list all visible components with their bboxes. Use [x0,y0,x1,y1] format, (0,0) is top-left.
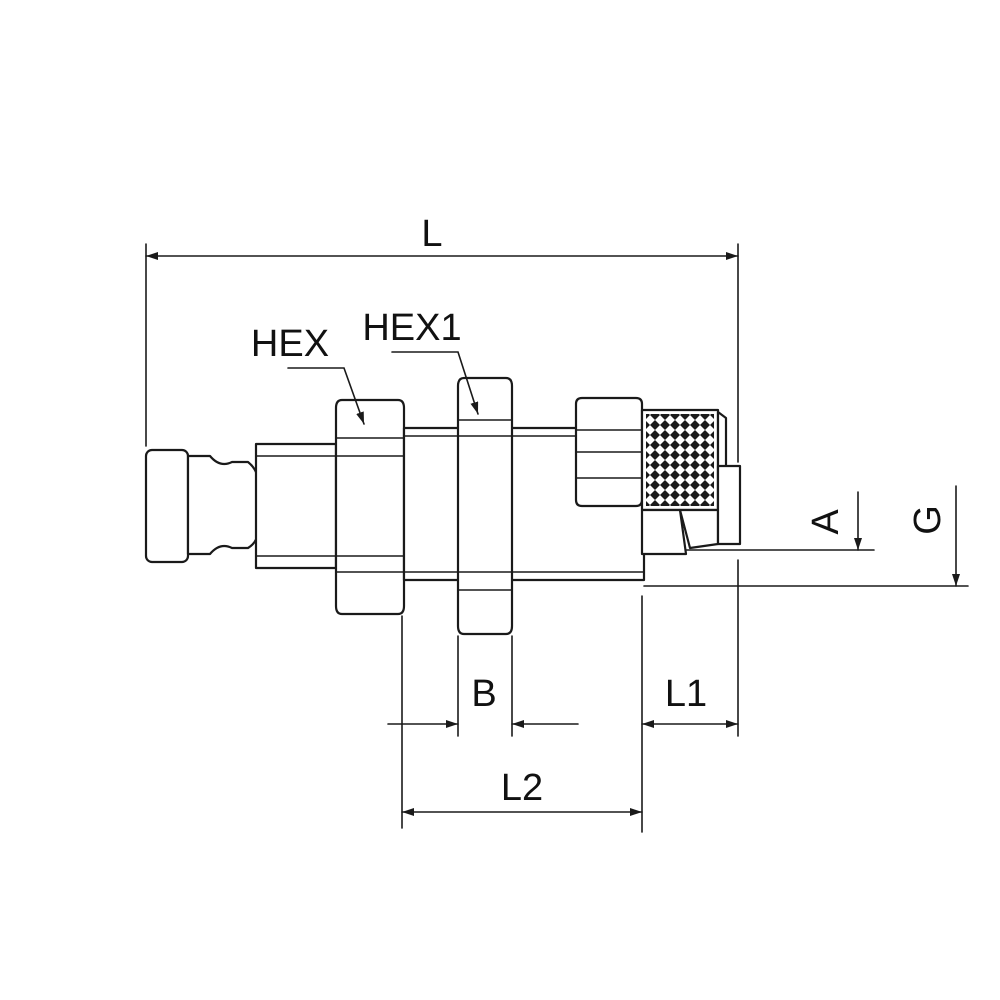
small-hex-fitting [574,396,644,508]
dimension-G: G [643,485,969,587]
label-HEX: HEX [251,323,329,365]
plug-body [254,442,338,570]
dimension-L: L [145,213,739,463]
hex1-nut [456,376,514,636]
plug-neck [186,454,260,556]
label-G: G [907,505,949,535]
hex-nut [334,398,406,616]
callout-hex1: HEX1 [362,307,479,415]
dimension-L2: L2 [401,615,643,829]
label-L: L [421,213,442,255]
label-A: A [805,509,847,535]
label-B: B [471,673,496,715]
dimension-A: A [685,491,875,551]
callout-hex: HEX [251,323,365,425]
label-L1: L1 [665,673,707,715]
valve-tip [640,464,742,556]
label-L2: L2 [501,767,543,809]
label-HEX1: HEX1 [362,307,461,349]
coupling-part [144,376,742,636]
dimension-L1: L1 [641,559,739,833]
dimension-B: B [387,635,579,737]
knurled-nut [640,408,728,512]
plug-nose [144,448,190,564]
